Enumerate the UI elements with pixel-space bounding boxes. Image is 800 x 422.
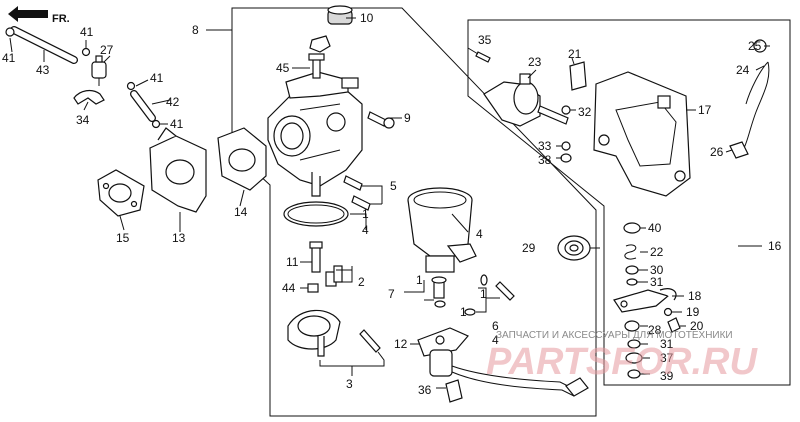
callout-39: 39 [660, 369, 674, 383]
callout-45: 45 [276, 61, 290, 75]
watermark-caption: ЗАПЧАСТИ И АКСЕССУАРЫ ДЛЯ МОТОТЕХНИКИ [496, 330, 733, 341]
callout-1: 1 [460, 305, 467, 319]
governor-linkage [475, 39, 770, 379]
callout-19: 19 [686, 305, 700, 319]
callout-16: 16 [768, 239, 782, 253]
callout-7: 7 [388, 287, 395, 301]
callout-22: 22 [650, 245, 664, 259]
callout-6: 6 [492, 319, 499, 333]
callout-41: 41 [170, 117, 184, 131]
callout-8: 8 [192, 23, 199, 37]
insulator-gaskets [97, 127, 267, 217]
callout-31: 31 [660, 337, 674, 351]
callout-31: 31 [650, 275, 664, 289]
callout-26: 26 [710, 145, 724, 159]
callout-4: 4 [476, 227, 483, 241]
callout-36: 36 [418, 383, 432, 397]
callout-5: 5 [390, 179, 397, 193]
callout-25: 25 [748, 39, 762, 53]
front-direction-label: FR. [52, 13, 70, 25]
callout-1: 1 [480, 287, 487, 301]
callout-18: 18 [688, 289, 702, 303]
callout-1: 1 [362, 207, 369, 221]
callout-44: 44 [282, 281, 296, 295]
watermark: ЗАПЧАСТИ И АКСЕССУАРЫ ДЛЯ МОТОТЕХНИКИ PA… [486, 330, 758, 383]
callout-27: 27 [100, 43, 114, 57]
callout-23: 23 [528, 55, 542, 69]
callout-32: 32 [578, 105, 592, 119]
callout-33: 33 [538, 139, 552, 153]
callout-41: 41 [150, 71, 164, 85]
callout-14: 14 [234, 205, 248, 219]
callout-24: 24 [736, 63, 750, 77]
callout-12: 12 [394, 337, 408, 351]
callout-35: 35 [478, 33, 492, 47]
callout-34: 34 [76, 113, 90, 127]
fuel-tube-assembly [5, 26, 161, 129]
callout-2: 2 [358, 275, 365, 289]
fuel-cut-solenoid [417, 327, 589, 403]
callout-38: 38 [538, 153, 552, 167]
callout-40: 40 [648, 221, 662, 235]
callout-17: 17 [698, 103, 712, 117]
leader-lines [9, 17, 770, 389]
callout-41: 41 [80, 25, 94, 39]
callout-20: 20 [690, 319, 704, 333]
callout-28: 28 [648, 323, 662, 337]
callout-43: 43 [36, 63, 50, 77]
carburetor-body [267, 5, 395, 211]
callout-21: 21 [568, 47, 582, 61]
callout-4: 4 [492, 333, 499, 347]
callout-15: 15 [116, 231, 130, 245]
callout-numbers: 41 43 41 27 41 42 41 34 15 13 14 8 10 45… [2, 11, 782, 397]
float-chamber [283, 187, 515, 357]
callout-37: 37 [660, 351, 674, 365]
watermark-logo: PARTSFOR.RU [486, 341, 758, 383]
callout-1: 1 [416, 273, 423, 287]
callout-11: 11 [286, 255, 299, 269]
callout-13: 13 [172, 231, 186, 245]
callout-9: 9 [404, 111, 411, 125]
callout-3: 3 [346, 377, 353, 391]
callout-10: 10 [360, 11, 374, 25]
callout-41: 41 [2, 51, 16, 65]
callout-29: 29 [522, 241, 536, 255]
callout-4: 4 [362, 223, 369, 237]
callout-30: 30 [650, 263, 664, 277]
front-direction-arrow: FR. [8, 6, 70, 25]
callout-42: 42 [166, 95, 180, 109]
